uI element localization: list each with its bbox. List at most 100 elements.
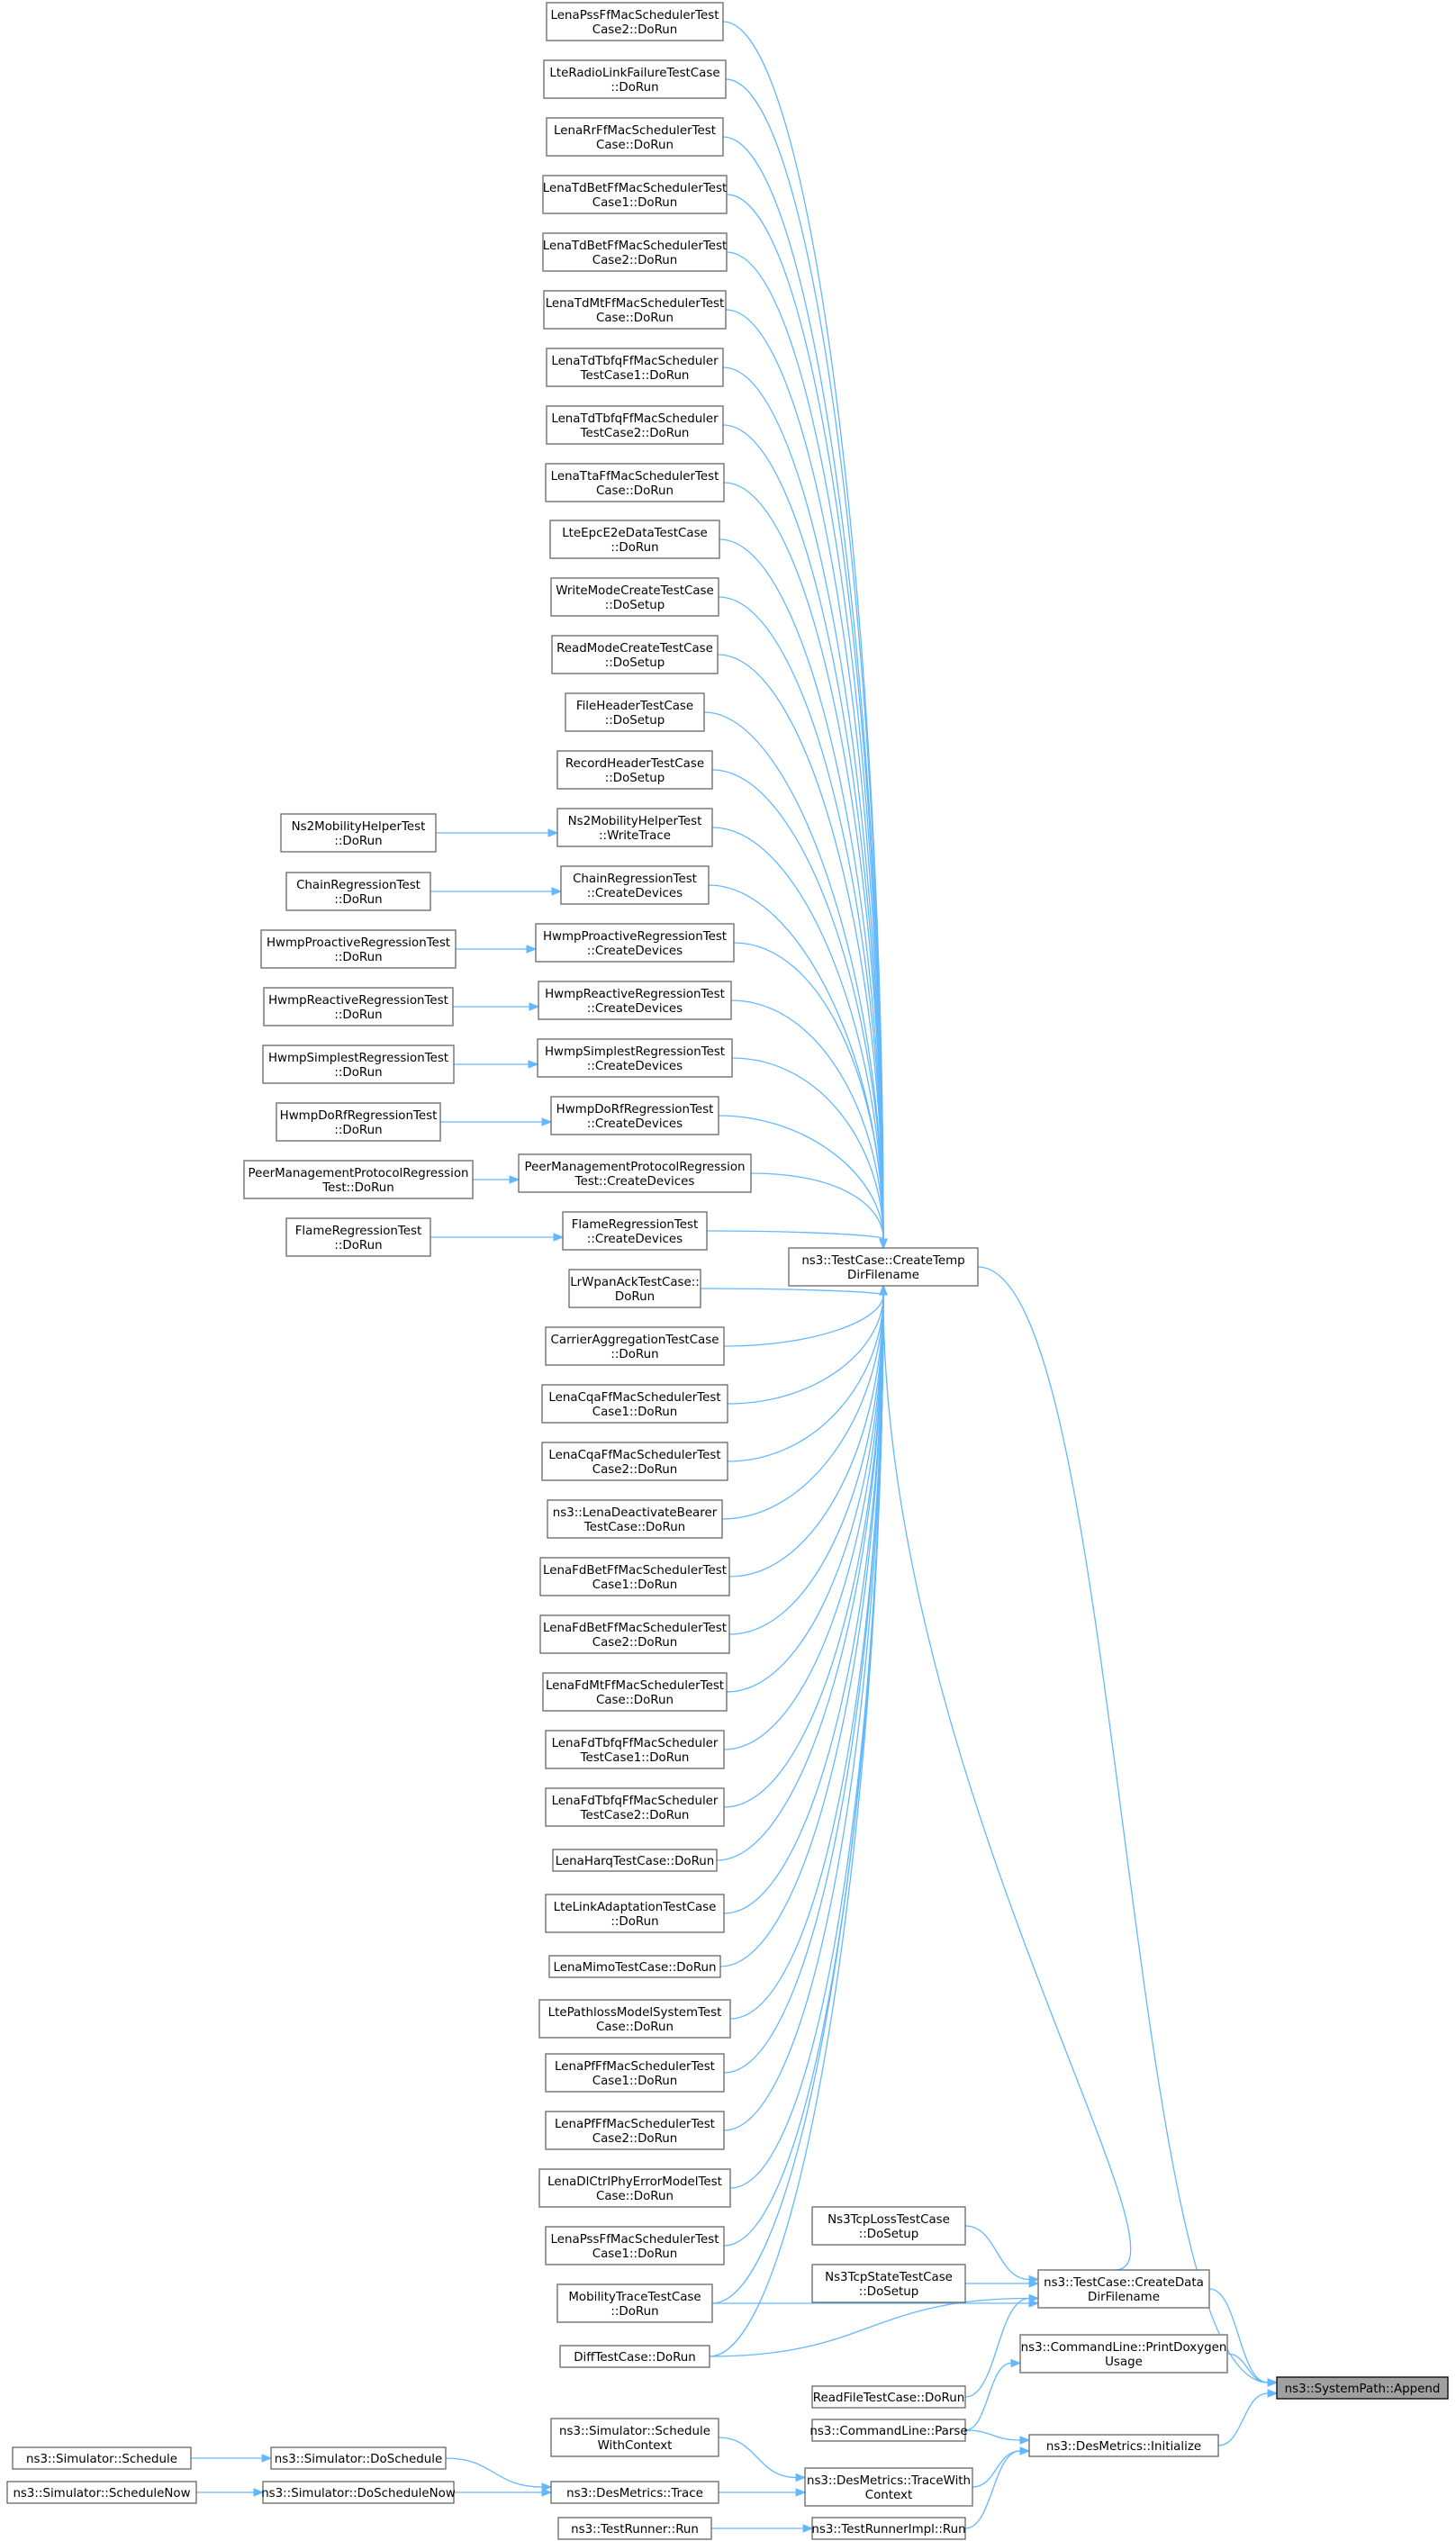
graph-node[interactable]: HwmpSimplestRegressionTest::CreateDevice… bbox=[537, 1038, 733, 1078]
graph-node[interactable]: Ns2MobilityHelperTest::WriteTrace bbox=[556, 808, 713, 847]
graph-node[interactable]: ChainRegressionTest::DoRun bbox=[285, 872, 431, 911]
graph-node[interactable]: DiffTestCase::DoRun bbox=[559, 2345, 710, 2368]
graph-node[interactable]: WriteModeCreateTestCase::DoSetup bbox=[550, 577, 719, 617]
node-label-line: ns3::DesMetrics::Trace bbox=[566, 2487, 703, 2500]
arrowhead-SN-to-DSN bbox=[253, 2488, 265, 2497]
node-label-line: ns3::Simulator::ScheduleNow bbox=[13, 2487, 190, 2500]
node-box bbox=[552, 1849, 718, 1872]
node-label-line: ::DoSetup bbox=[605, 714, 665, 728]
node-label-line: HwmpReactiveRegressionTest bbox=[268, 994, 448, 1008]
graph-node[interactable]: ns3::Simulator::DoSchedule bbox=[270, 2446, 447, 2470]
graph-node[interactable]: HwmpProactiveRegressionTest::DoRun bbox=[260, 929, 457, 969]
graph-node[interactable]: Ns3TcpLossTestCase::DoSetup bbox=[811, 2206, 966, 2246]
node-label-line: ChainRegressionTest bbox=[296, 879, 421, 892]
node-label-line: ReadFileTestCase::DoRun bbox=[813, 2392, 964, 2405]
graph-node[interactable]: LenaHarqTestCase::DoRun bbox=[552, 1849, 718, 1872]
graph-node[interactable]: LteLinkAdaptationTestCase::DoRun bbox=[545, 1894, 725, 1933]
graph-node[interactable]: LteRadioLinkFailureTestCase::DoRun bbox=[543, 59, 727, 99]
graph-node[interactable]: FlameRegressionTest::DoRun bbox=[285, 1217, 431, 1257]
graph-node[interactable]: PeerManagementProtocolRegressionTest::Cr… bbox=[518, 1153, 752, 1193]
graph-node[interactable]: LteEpcE2eDataTestCase::DoRun bbox=[549, 520, 720, 559]
graph-node[interactable]: RecordHeaderTestCase::DoSetup bbox=[556, 750, 713, 790]
node-box bbox=[546, 2, 724, 41]
node-label-line: Test::DoRun bbox=[321, 1181, 394, 1195]
graph-node[interactable]: HwmpReactiveRegressionTest::DoRun bbox=[263, 987, 454, 1026]
node-label-line: Case1::DoRun bbox=[592, 2247, 678, 2261]
graph-node[interactable]: ns3::Simulator::Schedule bbox=[12, 2446, 192, 2470]
graph-node[interactable]: ns3::Simulator::DoScheduleNow bbox=[261, 2481, 456, 2504]
edge-L22-to-B bbox=[706, 1230, 884, 1240]
graph-node[interactable]: ns3::TestRunnerImpl::Run bbox=[811, 2517, 966, 2540]
node-box bbox=[260, 929, 457, 969]
node-label-line: ChainRegressionTest bbox=[573, 873, 697, 886]
graph-node[interactable]: ReadModeCreateTestCase::DoSetup bbox=[551, 635, 719, 674]
graph-node[interactable]: ReadFileTestCase::DoRun bbox=[811, 2385, 966, 2409]
graph-node[interactable]: FlameRegressionTest::CreateDevices bbox=[562, 1211, 708, 1251]
node-label-line: LenaTdBetFfMacSchedulerTest bbox=[543, 240, 727, 253]
edge-L14-to-B bbox=[711, 769, 884, 1240]
graph-node[interactable]: HwmpDoRfRegressionTest::DoRun bbox=[276, 1102, 441, 1142]
node-label-line: FlameRegressionTest bbox=[295, 1225, 422, 1238]
node-label-line: Case::DoRun bbox=[596, 1694, 674, 1707]
graph-node[interactable]: Ns2MobilityHelperTest::DoRun bbox=[280, 813, 437, 853]
node-label-line: FlameRegressionTest bbox=[572, 1218, 699, 1232]
graph-node[interactable]: FileHeaderTestCase::DoSetup bbox=[565, 692, 705, 732]
node-label-line: Case::DoRun bbox=[596, 2021, 674, 2034]
edge-L35-to-B bbox=[719, 1294, 884, 1967]
edge-L15-to-B bbox=[711, 827, 884, 1240]
graph-node[interactable]: Ns3TcpStateTestCase::DoSetup bbox=[811, 2264, 966, 2303]
node-box bbox=[545, 1787, 725, 1827]
edge-L33-to-B bbox=[716, 1294, 884, 1861]
node-label-line: LenaTdTbfqFfMacScheduler bbox=[551, 355, 719, 368]
graph-node[interactable]: ChainRegressionTest::CreateDevices bbox=[560, 865, 710, 905]
graph-node[interactable]: HwmpProactiveRegressionTest::CreateDevic… bbox=[535, 923, 735, 963]
graph-node[interactable]: PeerManagementProtocolRegressionTest::Do… bbox=[243, 1160, 474, 1199]
graph-node[interactable]: HwmpSimplestRegressionTest::DoRun bbox=[262, 1044, 455, 1084]
node-box bbox=[788, 1247, 979, 1287]
graph-node[interactable]: CarrierAggregationTestCase::DoRun bbox=[545, 1326, 725, 1366]
graph-node[interactable]: ns3::DesMetrics::Trace bbox=[550, 2481, 719, 2504]
node-box bbox=[537, 1038, 733, 1078]
node-label-line: DoRun bbox=[615, 1290, 655, 1304]
graph-node[interactable]: ns3::Simulator::ScheduleNow bbox=[6, 2481, 197, 2504]
root-node[interactable]: ns3::SystemPath::Append bbox=[1276, 2376, 1449, 2400]
graph-node[interactable]: LrWpanAckTestCase::DoRun bbox=[568, 1269, 701, 1308]
graph-node[interactable]: ns3::DesMetrics::Initialize bbox=[1028, 2434, 1219, 2457]
graph-node[interactable]: HwmpDoRfRegressionTest::CreateDevices bbox=[550, 1096, 719, 1135]
edge-L20-to-B bbox=[718, 1115, 884, 1240]
graph-node[interactable]: LenaMimoTestCase::DoRun bbox=[548, 1955, 721, 1978]
graph-node[interactable]: ns3::CommandLine::Parse bbox=[809, 2419, 968, 2442]
graph-node[interactable]: ns3::TestRunner::Run bbox=[557, 2517, 712, 2540]
node-box bbox=[538, 2168, 731, 2208]
node-label-line: FileHeaderTestCase bbox=[576, 700, 693, 713]
graph-node[interactable]: MobilityTraceTestCase::DoRun bbox=[556, 2283, 713, 2323]
graph-node[interactable]: HwmpReactiveRegressionTest::CreateDevice… bbox=[538, 981, 732, 1020]
edge-C-to-A bbox=[1208, 2288, 1269, 2383]
